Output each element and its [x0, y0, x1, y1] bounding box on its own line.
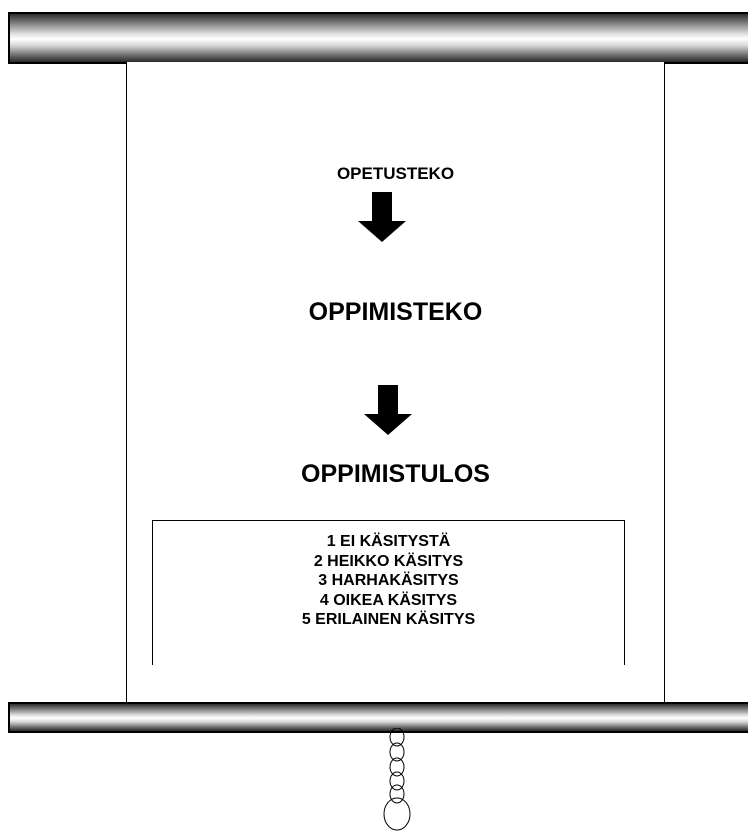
- outcome-level-item: 4 OIKEA KÄSITYS: [319, 591, 458, 609]
- projector-screen-bottom-rod: [8, 702, 748, 733]
- outcome-levels-list: 1 EI KÄSITYSTÄ 2 HEIKKO KÄSITYS 3 HARHAK…: [153, 532, 624, 630]
- outcome-level-item: 1 EI KÄSITYSTÄ: [326, 533, 451, 550]
- step-teaching-label: OPETUSTEKO: [336, 164, 455, 183]
- pull-chain-icon[interactable]: [380, 728, 416, 832]
- down-arrow-icon: [364, 385, 412, 435]
- down-arrow-icon: [358, 192, 406, 242]
- outcome-level-item: 5 ERILAINEN KÄSITYS: [301, 611, 476, 628]
- outcome-level-item: 2 HEIKKO KÄSITYS: [313, 552, 464, 570]
- outcome-level-item: 3 HARHAKÄSITYS: [318, 572, 459, 589]
- projector-screen: [126, 62, 665, 704]
- projector-screen-top-rod: [8, 12, 748, 64]
- step-outcome-label: OPPIMISTULOS: [301, 460, 490, 488]
- step-learning-label: OPPIMISTEKO: [308, 298, 483, 326]
- outcome-levels-box: 1 EI KÄSITYSTÄ 2 HEIKKO KÄSITYS 3 HARHAK…: [152, 520, 625, 665]
